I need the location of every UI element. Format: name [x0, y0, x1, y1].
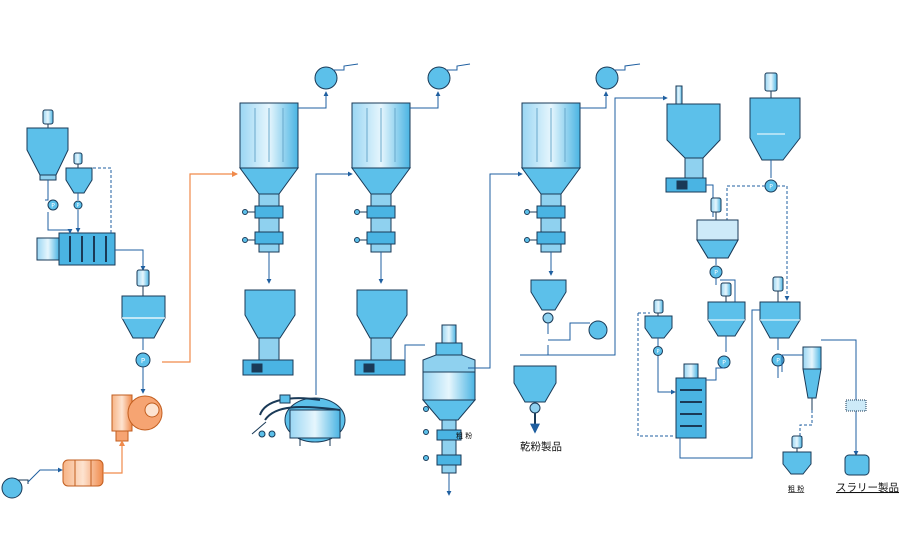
svg-text:P: P: [714, 270, 718, 277]
pump-icon: P: [73, 200, 83, 210]
feed-section: P P P: [1, 109, 238, 499]
mill-icon: [111, 394, 163, 442]
pump-icon: P: [135, 352, 151, 368]
svg-text:P: P: [141, 357, 145, 365]
slurry-product-label: スラリー製品: [836, 481, 899, 494]
bead-mill-icon: [251, 394, 346, 446]
mixer-tank-icon: [121, 295, 166, 339]
blower-icon: [595, 63, 641, 90]
hopper-icon: [65, 167, 93, 194]
svg-text:P: P: [51, 203, 55, 210]
coarse-powder-label-2: 粗 粉: [788, 484, 804, 493]
mixer-icon: [36, 232, 116, 266]
classifier-icon: [404, 171, 523, 496]
dry-product-label: 乾粉製品: [520, 440, 562, 453]
svg-text:P: P: [722, 360, 726, 367]
blower-icon: [314, 63, 359, 90]
svg-text:P: P: [656, 349, 659, 355]
hopper-icon: [26, 127, 69, 176]
svg-text:P: P: [76, 203, 79, 209]
wet-section: P P P P P: [637, 72, 870, 476]
air-heater-icon: [62, 459, 104, 487]
pump-icon: P: [47, 199, 59, 211]
bag-filter-unit-3: [513, 91, 668, 434]
bag-filter-unit-2: [315, 91, 441, 395]
bag-filter-unit-1: [239, 91, 329, 376]
coarse-powder-label-1: 粗 粉: [456, 431, 472, 440]
svg-text:P: P: [776, 358, 780, 365]
svg-text:P: P: [769, 184, 773, 191]
blower-icon: [1, 477, 29, 499]
blower-icon: [427, 63, 471, 90]
